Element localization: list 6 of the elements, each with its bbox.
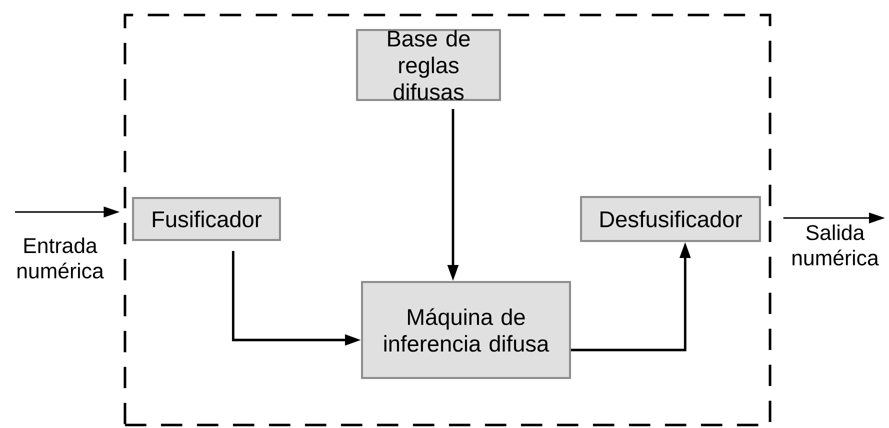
process-box: Base de reglas difusas (356, 29, 501, 101)
edge-label: Entrada numérica (18, 238, 104, 278)
process-box: Desfusificador (580, 196, 761, 242)
process-box: Máquina de inferencia difusa (361, 281, 571, 379)
edge-label: Salida numérica (792, 224, 879, 266)
process-box: Fusificador (132, 197, 281, 241)
